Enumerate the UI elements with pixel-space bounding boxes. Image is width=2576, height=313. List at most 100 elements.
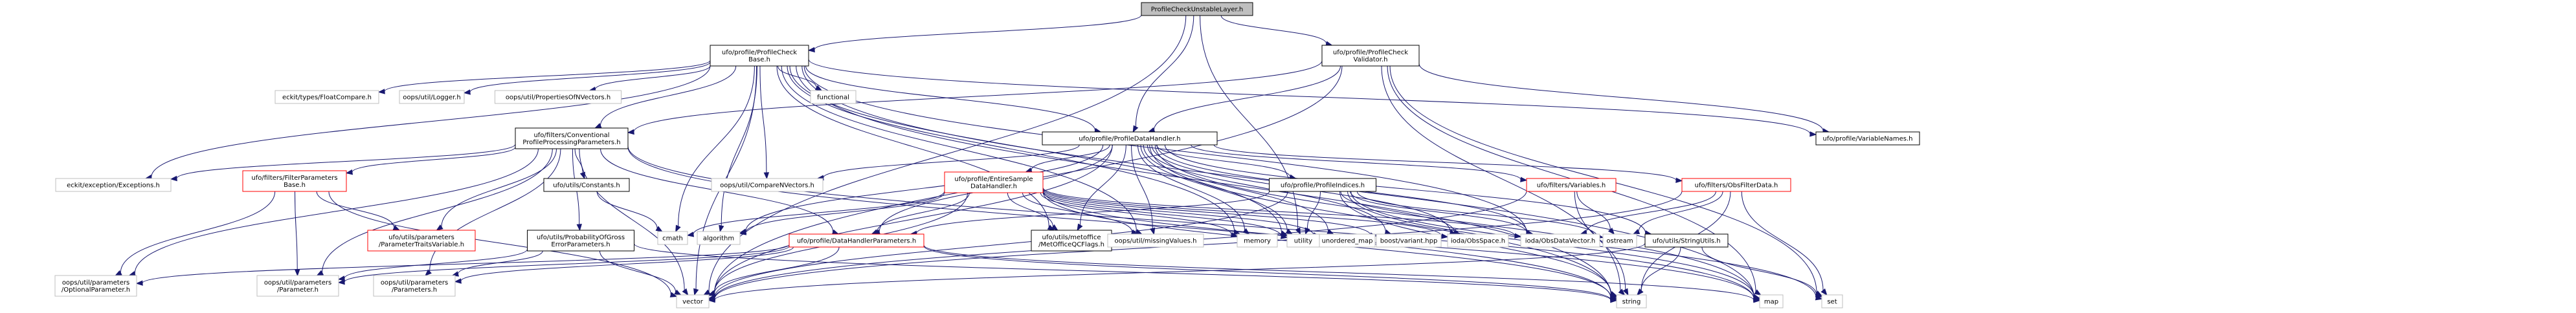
edge-arrowhead xyxy=(579,171,585,180)
node-box xyxy=(54,275,137,297)
edge-fpbase-to-param xyxy=(294,191,300,277)
node-label: ProfileCheckUnstableLayer.h xyxy=(1151,6,1244,14)
edge-pcbase-to-floatcmp xyxy=(377,59,711,94)
edge-arrowhead xyxy=(674,289,682,296)
node-propofn: oops/util/PropertiesOfNVectors.h xyxy=(495,90,622,104)
edge-pcval-to-conv xyxy=(627,60,1323,135)
node-cmath: cmath xyxy=(657,231,688,245)
node-box xyxy=(1031,230,1112,252)
edge-arrowhead xyxy=(377,89,385,94)
edge-root-to-pcbase xyxy=(807,14,1142,53)
node-label: ufo/utils/ProbabilityOfGross xyxy=(537,234,625,241)
edge-arrowhead xyxy=(1753,294,1761,300)
edge-arrowhead xyxy=(1675,177,1683,184)
edge-pcbase-to-propofn xyxy=(588,65,711,92)
edge-pcval-to-pdh xyxy=(1147,65,1341,133)
node-label: map xyxy=(1764,299,1778,306)
node-strutils[interactable]: ufo/utils/StringUtils.h xyxy=(1644,233,1729,248)
node-label: oops/util/parameters xyxy=(62,279,129,286)
node-probgross[interactable]: ufo/utils/ProbabilityOfGrossErrorParamet… xyxy=(527,230,634,252)
node-functional: functional xyxy=(810,90,857,104)
edge-arrowhead xyxy=(686,232,695,237)
edge-arrowhead xyxy=(337,275,346,281)
edge-probgross-to-params xyxy=(451,250,543,277)
edge-pidx-to-utility xyxy=(1305,191,1321,235)
node-label: algorithm xyxy=(703,235,734,243)
edge-arrowhead xyxy=(451,271,460,277)
node-box xyxy=(1815,131,1920,146)
node-pidx[interactable]: ufo/profile/ProfileIndices.h xyxy=(1269,178,1376,192)
node-root[interactable]: ProfileCheckUnstableLayer.h xyxy=(1141,2,1253,16)
node-label: oops/util/Logger.h xyxy=(403,94,460,102)
node-umap: unordered_map xyxy=(1319,233,1376,248)
node-box xyxy=(242,170,347,192)
edge-pidx-to-ostream xyxy=(1356,191,1604,239)
edge-esdh-to-pdhp xyxy=(871,192,970,235)
node-ptvar[interactable]: ufo/utils/parameters/ParameterTraitsVari… xyxy=(367,230,476,252)
graph-edges xyxy=(115,14,1830,303)
node-conv[interactable]: ufo/filters/ConventionalProfileProcessin… xyxy=(515,127,629,149)
node-box xyxy=(367,230,476,252)
node-label: oops/util/CompareNVectors.h xyxy=(720,182,814,189)
node-box xyxy=(1520,233,1600,248)
node-label: eckit/exception/Exceptions.h xyxy=(67,182,160,189)
edge-root-to-pdh xyxy=(1132,15,1194,133)
node-eckitexc: eckit/exception/Exceptions.h xyxy=(55,178,172,192)
node-fvars[interactable]: ufo/filters/Variables.h xyxy=(1526,178,1617,192)
edge-conv-to-ptvar xyxy=(436,148,557,231)
edge-arrowhead xyxy=(719,224,724,233)
edge-pdh-to-ofdata xyxy=(1213,144,1683,184)
node-string: string xyxy=(1616,294,1647,308)
edge-arrowhead xyxy=(1637,288,1644,296)
node-label: ufo/utils/metoffice xyxy=(1042,234,1101,241)
edge-arrowhead xyxy=(1051,224,1058,231)
edge-pdhp-to-params xyxy=(454,246,794,284)
node-constants[interactable]: ufo/utils/Constants.h xyxy=(543,178,630,192)
node-label: set xyxy=(1827,299,1837,306)
node-label: ufo/filters/Conventional xyxy=(533,132,609,139)
edge-arrowhead xyxy=(170,175,177,182)
node-box xyxy=(676,294,710,308)
edge-probgross-to-vector xyxy=(599,250,682,296)
edge-pdhp-to-optparam xyxy=(135,244,790,286)
node-pdh[interactable]: ufo/profile/ProfileDataHandler.h xyxy=(1042,131,1218,146)
node-label: memory xyxy=(1244,238,1271,245)
edge-arrowhead xyxy=(655,226,663,232)
node-label: eckit/types/FloatCompare.h xyxy=(282,94,372,102)
node-box xyxy=(495,90,622,104)
node-box xyxy=(711,178,823,192)
edge-arrowhead xyxy=(1820,288,1828,296)
edge-probgross-to-param xyxy=(337,249,528,281)
edge-conv-to-eckitexc xyxy=(170,144,516,182)
node-params: oops/util/parameters/Parameters.h xyxy=(373,275,456,297)
node-ofdata[interactable]: ufo/filters/ObsFilterData.h xyxy=(1681,178,1791,192)
node-box xyxy=(1319,233,1376,248)
node-label: /MetOfficeQCFlags.h xyxy=(1038,241,1104,248)
edge-arrowhead xyxy=(1618,288,1626,296)
node-label: ufo/filters/FilterParameters xyxy=(251,175,337,182)
node-metoffice[interactable]: ufo/utils/metoffice/MetOfficeQCFlags.h xyxy=(1031,230,1112,252)
node-obsspace: ioda/ObsSpace.h xyxy=(1447,233,1509,248)
node-label: Base.h xyxy=(284,182,306,189)
edge-strutils-to-vector xyxy=(708,243,1646,303)
node-pdhp[interactable]: ufo/profile/DataHandlerParameters.h xyxy=(789,233,924,248)
node-label: boost/variant.hpp xyxy=(1380,238,1438,245)
edge-arrowhead xyxy=(1132,125,1139,133)
edge-arrowhead xyxy=(436,224,443,231)
node-box xyxy=(256,275,339,297)
edge-fvars-to-ostream xyxy=(1576,191,1615,235)
node-algorithm: algorithm xyxy=(697,231,741,245)
edge-pcbase-to-cmath xyxy=(675,65,755,233)
node-label: ufo/profile/DataHandlerParameters.h xyxy=(797,238,916,245)
node-box xyxy=(55,178,172,192)
node-floatcmp: eckit/types/FloatCompare.h xyxy=(274,90,379,104)
node-varnames[interactable]: ufo/profile/VariableNames.h xyxy=(1815,131,1920,146)
edge-arrowhead xyxy=(708,297,715,303)
edge-arrowhead xyxy=(1815,292,1823,297)
node-label: DataHandler.h xyxy=(970,183,1017,190)
node-label: oops/util/parameters xyxy=(381,279,448,286)
